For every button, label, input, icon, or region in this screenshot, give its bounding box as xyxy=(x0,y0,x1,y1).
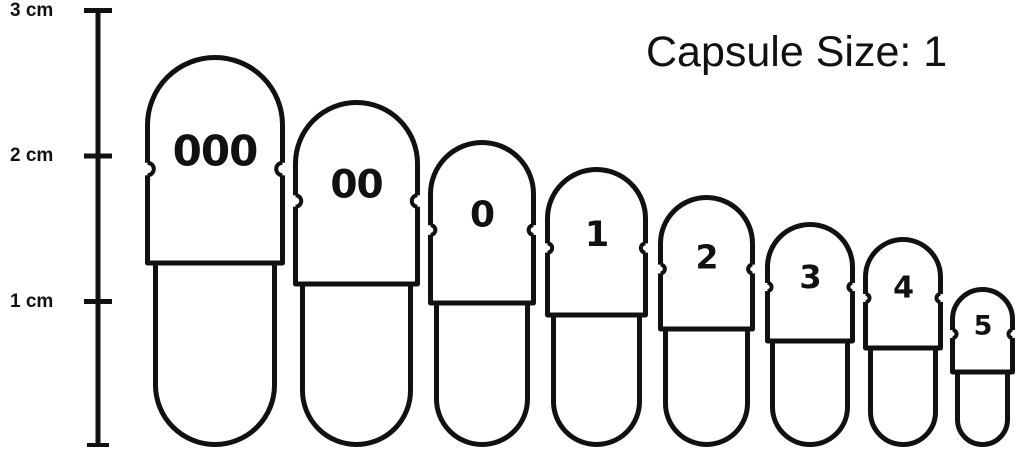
capsule-label: 5 xyxy=(973,310,993,342)
capsule-body xyxy=(770,326,850,447)
capsule-label: 1 xyxy=(584,215,609,255)
capsule-cap xyxy=(950,287,1015,375)
capsule-notch xyxy=(767,280,774,294)
capsule-notch-gap xyxy=(950,330,957,338)
capsule-notch-gap xyxy=(863,294,870,302)
capsule-notch xyxy=(526,223,534,237)
capsule-cap xyxy=(428,140,536,306)
capsule-size-5: 5 xyxy=(950,287,1015,447)
capsule-notch xyxy=(934,292,941,304)
capsule-drawing xyxy=(545,167,648,447)
capsule-label: 2 xyxy=(695,237,719,277)
capsule-body xyxy=(868,333,938,447)
capsule-notch-gap xyxy=(413,195,420,207)
capsule-size-1: 1 xyxy=(545,167,648,447)
capsule-label: 3 xyxy=(799,258,821,296)
capsule-cap xyxy=(765,222,855,344)
capsule-cap xyxy=(293,100,420,287)
capsule-cap xyxy=(658,195,755,332)
ruler-label: 3 cm xyxy=(10,0,54,21)
capsule-size-000: 000 xyxy=(145,55,285,447)
capsule-notch xyxy=(746,262,753,276)
capsule-notch xyxy=(409,193,418,209)
capsule-body xyxy=(153,248,277,447)
capsule-notch-gap xyxy=(545,243,552,253)
ruler-label: 2 cm xyxy=(10,145,54,166)
capsule-notch xyxy=(865,292,872,304)
capsule-notch-gap xyxy=(641,243,648,253)
capsule-size-2: 2 xyxy=(658,195,755,447)
capsule-cap xyxy=(863,237,943,351)
capsule-label: 4 xyxy=(893,270,914,306)
capsule-size-0: 0 xyxy=(428,140,536,447)
capsule-notch xyxy=(547,241,555,255)
ruler-scale xyxy=(84,8,112,447)
capsule-notch-gap xyxy=(848,282,855,292)
capsule-notch-gap xyxy=(278,162,285,176)
capsule-notch xyxy=(274,160,283,178)
capsule-notch xyxy=(295,193,304,209)
capsule-drawing xyxy=(765,222,855,447)
capsule-notch-gap xyxy=(658,264,665,274)
diagram-title: Capsule Size: 1 xyxy=(646,28,948,76)
capsule-body xyxy=(434,288,530,447)
capsule-drawing xyxy=(950,287,1015,447)
capsule-drawing xyxy=(658,195,755,447)
capsule-notch-gap xyxy=(765,282,772,292)
capsule-notch xyxy=(430,223,438,237)
capsule-notch xyxy=(846,280,853,294)
capsule-body xyxy=(551,300,642,447)
capsule-drawing xyxy=(145,55,285,447)
capsule-size-4: 4 xyxy=(863,237,943,447)
capsule-notch-gap xyxy=(748,264,755,274)
capsule-notch-gap xyxy=(428,225,435,235)
capsule-notch-gap xyxy=(529,225,536,235)
capsule-notch-gap xyxy=(145,162,152,176)
capsule-body xyxy=(955,357,1010,447)
capsule-label: 0 xyxy=(469,194,495,236)
capsule-notch xyxy=(952,328,959,340)
capsule-body xyxy=(663,314,750,447)
capsule-notch xyxy=(660,262,667,276)
capsule-body xyxy=(300,269,413,447)
capsule-label: 000 xyxy=(172,126,259,176)
capsule-notch-gap xyxy=(293,195,300,207)
capsule-drawing xyxy=(293,100,420,447)
capsule-notch xyxy=(147,160,156,178)
capsule-size-00: 00 xyxy=(293,100,420,447)
capsule-notch-gap xyxy=(1008,330,1015,338)
capsule-drawing xyxy=(863,237,943,447)
capsule-notch xyxy=(638,241,646,255)
capsule-label: 00 xyxy=(330,162,383,208)
capsule-size-3: 3 xyxy=(765,222,855,447)
capsule-drawing xyxy=(428,140,536,447)
capsule-cap xyxy=(545,167,648,318)
capsule-notch-gap xyxy=(936,294,943,302)
ruler-label: 1 cm xyxy=(10,290,54,312)
capsule-cap xyxy=(145,55,285,266)
capsule-notch xyxy=(1006,328,1013,340)
